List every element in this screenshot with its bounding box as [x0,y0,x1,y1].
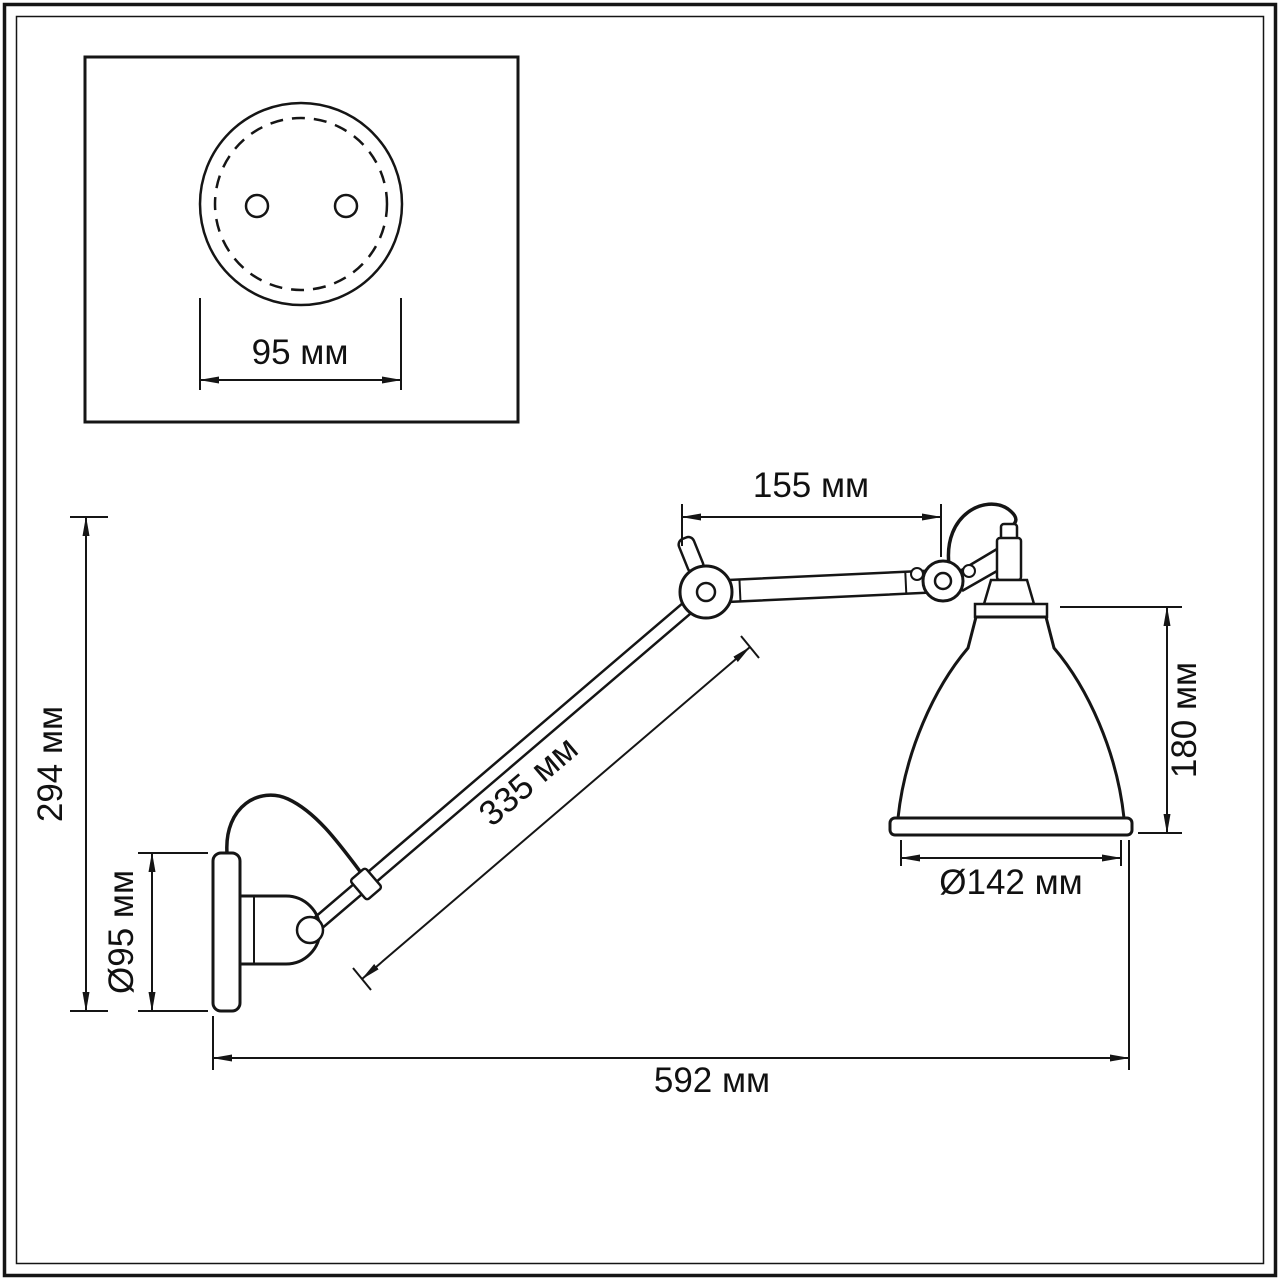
lamp-side-view [211,502,1134,1013]
dim-294: 294 мм [31,516,108,1012]
dim-335-line [361,646,751,980]
forearm-joint-axle [933,571,953,591]
dim-592-label: 592 мм [654,1061,770,1100]
dim-d95: Ø95 мм [102,852,208,1012]
dim-335-label: 335 мм [472,729,586,834]
dim-180-label: 180 мм [1165,662,1204,778]
forearm-joint-screw-right [962,564,976,578]
dim-155: 155 мм [681,466,942,557]
dim-294-label: 294 мм [31,706,70,822]
dim-d142-label: Ø142 мм [939,863,1082,902]
upper-arm [704,568,945,605]
arm-hinge [295,915,325,945]
shade-rim [888,816,1134,837]
upper-arm-joint-line-right [904,571,908,594]
shade-neck [973,602,1049,619]
dim-95-label: 95 мм [252,333,349,372]
dim-95: 95 мм [199,298,402,390]
inset-box [83,55,520,424]
inner-frame [15,15,1265,1265]
dim-335: 335 мм [352,635,760,991]
socket-stem [995,536,1023,582]
mount-inset: 95 мм [83,55,520,424]
dim-d95-label: Ø95 мм [102,870,141,994]
dim-180: 180 мм [1060,606,1204,834]
yoke-bottom-line [961,569,998,593]
dim-d142: Ø142 мм [900,840,1122,902]
upper-arm-joint-line-left [738,579,742,602]
socket-block [982,578,1036,606]
shade-bell [896,615,1126,820]
power-cable [225,793,364,876]
forearm-joint-screw-left [910,567,924,581]
mount-hole-right [333,193,359,219]
cable-clamp-body [349,867,383,901]
elbow-joint-axle [695,581,717,603]
mount-hole-left [244,193,270,219]
dim-592: 592 мм [212,840,1130,1100]
base-dashed-circle [213,116,389,292]
cable-clamp [349,867,383,901]
dim-155-label: 155 мм [753,466,869,505]
base-outline-circle [198,101,404,307]
wall-plate [211,851,242,1013]
head-cable-loop [946,502,1018,566]
